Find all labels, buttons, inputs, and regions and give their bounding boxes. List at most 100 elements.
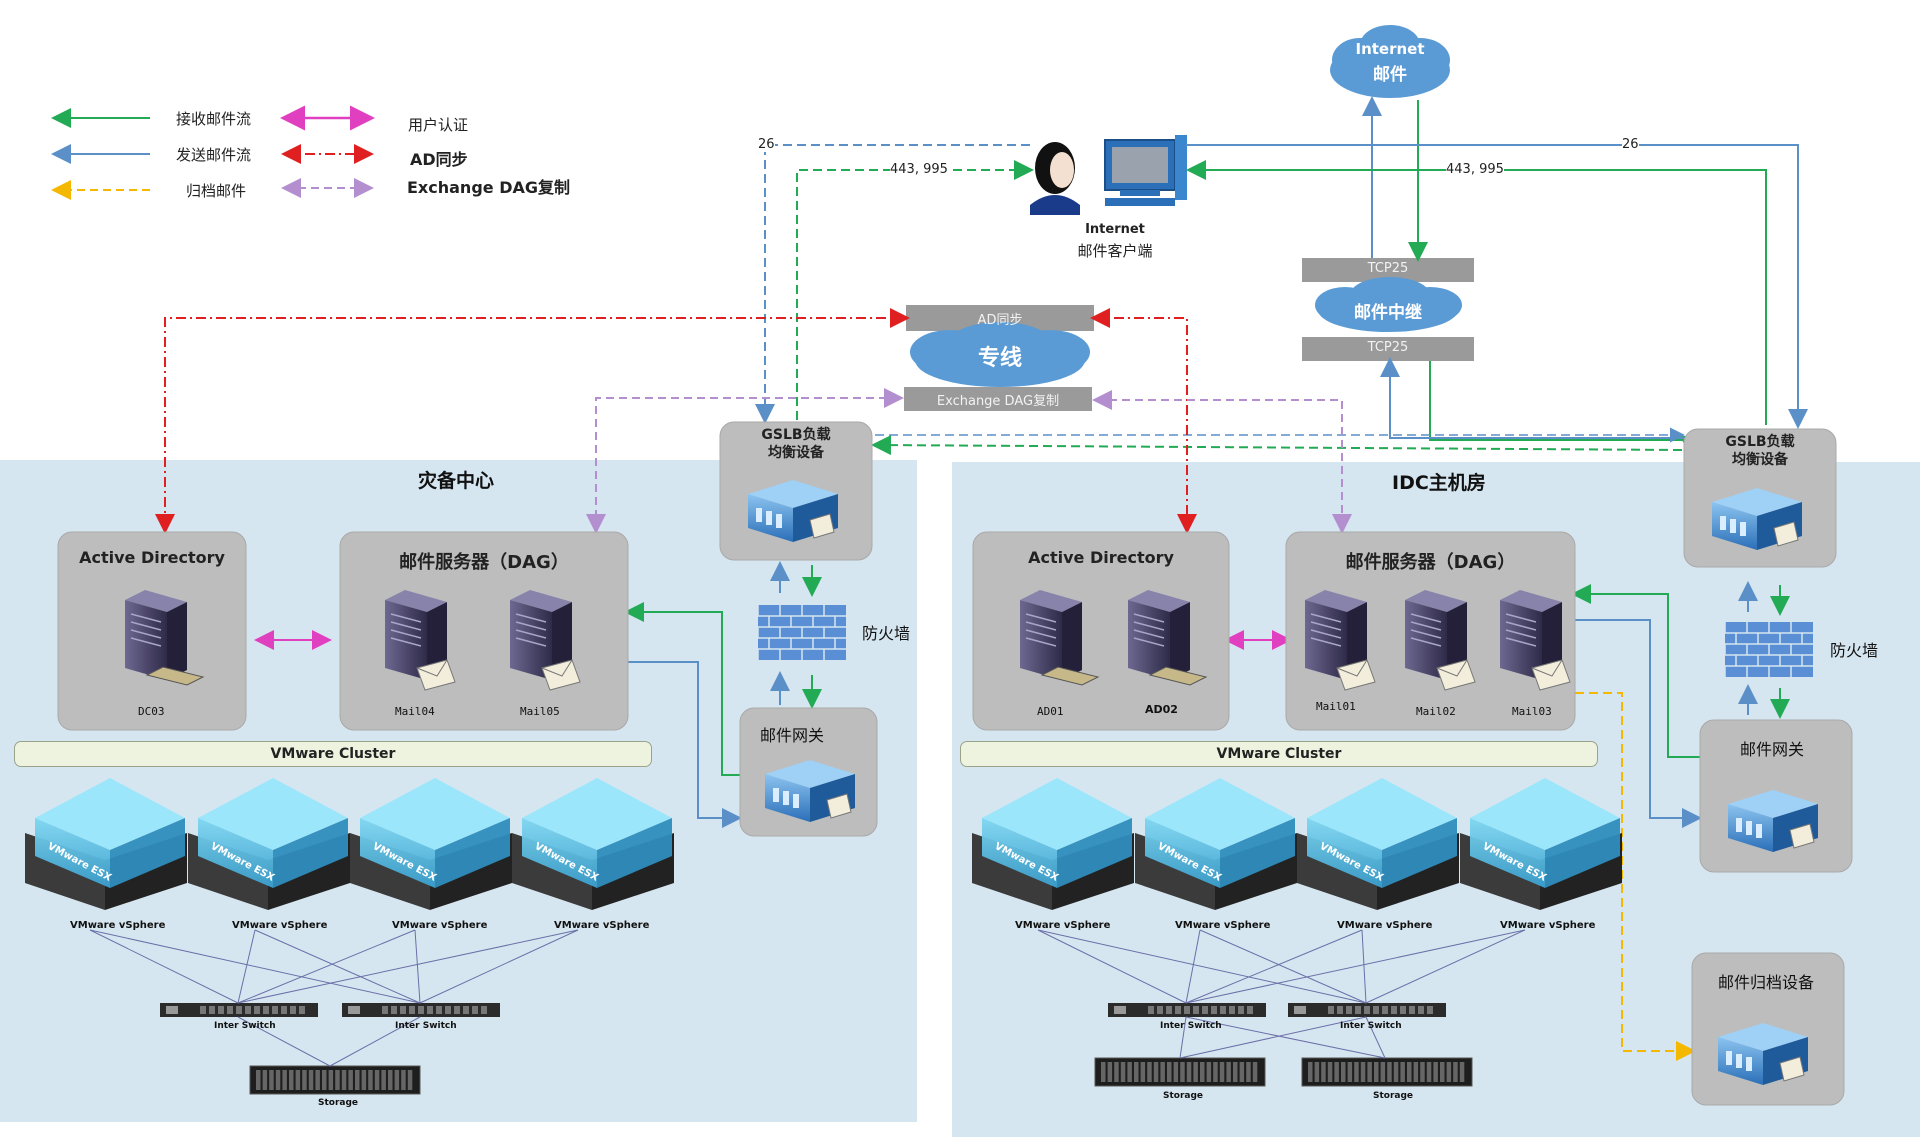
main-storage-label-0: Storage [1163, 1091, 1204, 1101]
backup-esx-host: VMware ESX [188, 778, 350, 910]
backup-mail-server-1: Mail05 [520, 705, 560, 718]
fabric-link [89, 929, 421, 1004]
fabric-link [1185, 1016, 1386, 1059]
main-switch-label-1: Inter Switch [1340, 1021, 1402, 1031]
legend-ad-label: AD同步 [410, 150, 468, 169]
backup-mail-server-icon [510, 590, 581, 691]
main-esx-host: VMware ESX [1135, 778, 1297, 910]
main-mail-server-0: Mail01 [1316, 700, 1356, 713]
backup-host-label-3: VMware vSphere [554, 920, 650, 931]
fabric-link [237, 929, 579, 1004]
backup-esx-host: VMware ESX [512, 778, 674, 910]
main-gateway-label: 邮件网关 [1740, 740, 1805, 759]
backup-switch-label-1: Inter Switch [395, 1021, 457, 1031]
fabric-lines [89, 929, 1526, 1067]
backup-ad-server-icon [125, 590, 205, 686]
storage-icons [249, 1057, 1473, 1095]
main-esx-host: VMware ESX [1297, 778, 1459, 910]
switch-icons [160, 1003, 1446, 1017]
fabric-link [329, 1016, 421, 1067]
backup-firewall-icon [757, 605, 846, 660]
fabric-link [1179, 1016, 1187, 1059]
main-storage-icon [1301, 1057, 1473, 1087]
relay-cloud [1302, 258, 1474, 361]
backup-mail-server-icon [385, 590, 456, 691]
backup-mail-server-0: Mail04 [395, 705, 435, 718]
main-storage-icon [1094, 1057, 1266, 1087]
internet-cloud-label-2: 邮件 [1373, 65, 1407, 85]
backup-host-label-2: VMware vSphere [392, 920, 488, 931]
backup-switch-icon [342, 1003, 500, 1017]
computer-icon [1104, 135, 1187, 206]
backup-gslb-label: GSLB负载 均衡设备 [761, 427, 831, 461]
backup-ad-title: Active Directory [79, 548, 225, 567]
main-esx-host: VMware ESX [972, 778, 1134, 910]
fabric-link [89, 929, 239, 1004]
backup-mail-title: 邮件服务器（DAG） [399, 552, 569, 573]
firewall-icons [757, 605, 1813, 677]
backup-gateway-label: 邮件网关 [760, 726, 825, 745]
main-mail-server-icon [1405, 590, 1476, 691]
appliance-icons [748, 480, 1818, 1085]
main-cluster-bar: VMware Cluster [960, 741, 1598, 767]
fabric-link [1185, 929, 1201, 1004]
backup-esx-host: VMware ESX [25, 778, 187, 910]
connection-lines [155, 96, 1808, 1061]
fabric-link [237, 929, 256, 1004]
main-switch-icon [1108, 1003, 1266, 1017]
main-gslb-device-icon [1712, 488, 1802, 550]
relay-cloud-label: 邮件中继 [1354, 303, 1422, 323]
main-ad-server-1: AD02 [1145, 703, 1178, 716]
fabric-link [419, 929, 579, 1004]
main-ad-title: Active Directory [1028, 548, 1174, 567]
backup-host-label-0: VMware vSphere [70, 920, 166, 931]
legend-receive-label: 接收邮件流 [176, 110, 252, 128]
backup-gslb-device-icon [748, 480, 838, 542]
main-host-label-0: VMware vSphere [1015, 920, 1111, 931]
backup-storage-icon [249, 1065, 421, 1095]
main-mail-server-icon [1305, 590, 1376, 691]
backup-gateway-device-icon [765, 760, 855, 822]
main-esx-host: VMware ESX [1460, 778, 1622, 910]
main-gateway-device-icon [1728, 790, 1818, 852]
client-label-2: 邮件客户端 [1077, 242, 1153, 260]
main-mail-title: 邮件服务器（DAG） [1345, 552, 1516, 573]
internet-cloud-label-1: Internet [1355, 40, 1425, 58]
main-switch-label-0: Inter Switch [1160, 1021, 1222, 1031]
main-storage-label-1: Storage [1373, 1091, 1414, 1101]
fabric-link [1199, 929, 1367, 1004]
main-firewall-label: 防火墙 [1830, 641, 1879, 660]
fabric-link [1365, 929, 1526, 1004]
main-ad-server-0: AD01 [1037, 705, 1064, 718]
backup-switch-icon [160, 1003, 318, 1017]
relay-top-band: TCP25 [1367, 261, 1409, 276]
main-mail-server-icon [1500, 590, 1571, 691]
port-right-443: 443, 995 [1446, 162, 1504, 177]
backup-esx-host: VMware ESX [350, 778, 512, 910]
internet-cloud [1330, 25, 1450, 98]
dedicated-line-label: 专线 [977, 346, 1022, 371]
port-right-26: 26 [1622, 137, 1639, 152]
main-ad-box [972, 531, 1230, 731]
backup-site-title: 灾备中心 [418, 470, 495, 492]
fabric-link [1037, 929, 1187, 1004]
legend-dag-label: Exchange DAG复制 [407, 178, 570, 197]
main-ad-server-icon [1020, 590, 1100, 686]
backup-switch-label-0: Inter Switch [214, 1021, 276, 1031]
main-ad-server-icon [1128, 590, 1208, 686]
main-mail-server-1: Mail02 [1416, 705, 1456, 718]
legend-send-label: 发送邮件流 [176, 146, 252, 164]
fabric-link [237, 929, 416, 1004]
fabric-link [1365, 1016, 1386, 1059]
backup-host-label-1: VMware vSphere [232, 920, 328, 931]
relay-bottom-band: TCP25 [1367, 340, 1409, 355]
user-icon [1030, 142, 1080, 215]
backup-firewall-label: 防火墙 [862, 624, 911, 643]
fabric-link [1185, 929, 1363, 1004]
main-host-label-1: VMware vSphere [1175, 920, 1271, 931]
legend-lines [51, 105, 375, 200]
fabric-link [1185, 929, 1526, 1004]
fabric-link [1037, 929, 1367, 1004]
